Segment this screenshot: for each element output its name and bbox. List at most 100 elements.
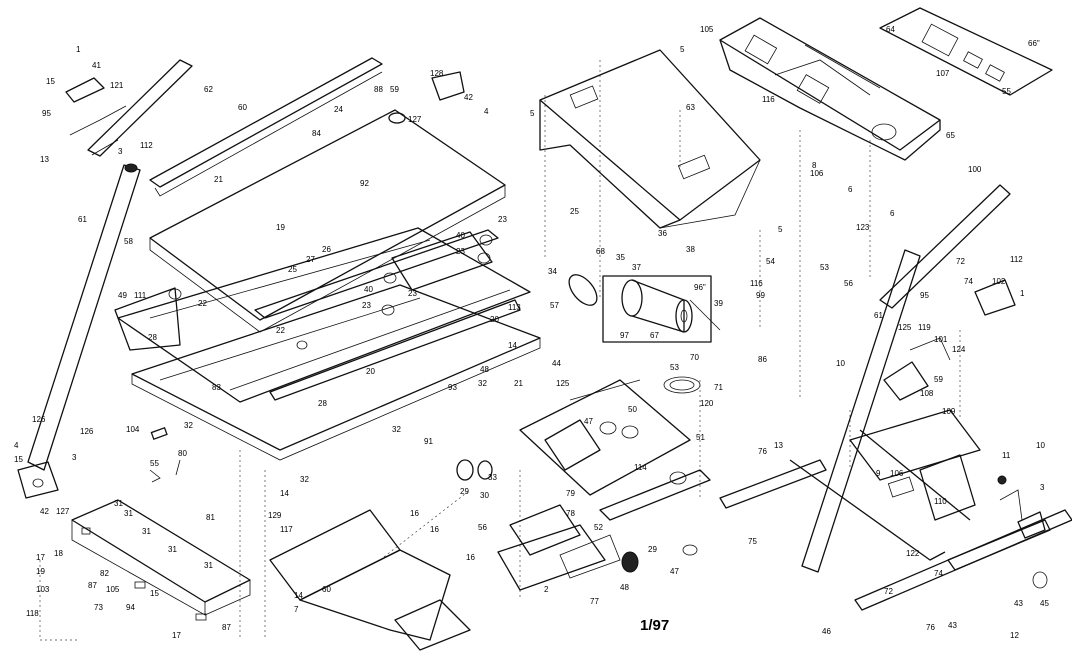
callout: 121 [110,81,124,90]
callout: 99 [756,291,765,300]
callout: 60 [238,103,247,112]
callout: 72 [884,587,893,596]
callout: 49 [118,291,127,300]
right-upright-61 [801,184,1016,573]
callout: 28 [148,333,157,342]
callout: 27 [306,255,315,264]
callout: 42 [40,507,49,516]
callout: 56 [478,523,487,532]
motor-hood-63 [539,49,761,229]
callout: 47 [670,567,679,576]
callout: 61 [874,311,883,320]
callout: 105 [106,585,120,594]
callout: 109 [942,407,956,416]
callout: 75 [748,537,757,546]
callout: 64 [886,25,895,34]
callout: 123 [856,223,870,232]
callout: 6 [890,209,895,218]
callout: 7 [294,605,299,614]
callout: 87 [222,623,231,632]
callout: 81 [206,513,215,522]
callout: 79 [566,489,575,498]
callout: 41 [92,61,101,70]
callout: 93 [448,383,457,392]
callout: 31 [114,499,123,508]
callout: 15 [46,77,55,86]
callout: 31 [124,509,133,518]
callout: 106 [890,469,904,478]
callout: 29 [460,487,469,496]
callout: 23 [408,289,417,298]
hood-panel-lower [269,509,471,651]
callout: 31 [168,545,177,554]
callout: 125 [898,323,912,332]
callout: 72 [956,257,965,266]
callout: 10 [836,359,845,368]
callout: 111 [134,291,147,300]
callout: 23 [362,301,371,310]
callout: 32 [478,379,487,388]
callout: 6 [848,185,853,194]
callout: 11 [1002,451,1011,460]
callout: 42 [464,93,473,102]
callout: 107 [936,69,950,78]
callout: 87 [88,581,97,590]
callout: 32 [184,421,193,430]
callout: 96" [694,283,706,292]
callout: 9 [876,469,881,478]
callout: 28 [318,399,327,408]
callout: 3 [72,453,77,462]
revision-date: 1/97 [640,617,669,634]
callout: 25 [570,207,579,216]
callout: 59 [934,375,943,384]
callout: 36 [658,229,667,238]
callout: 1 [76,45,81,54]
callout: 59 [390,85,399,94]
callout: 15 [14,455,23,464]
callout: 95 [920,291,929,300]
callout: 26 [322,245,331,254]
roller-assembly [602,275,721,343]
callout: 76 [926,623,935,632]
callout: 19 [36,567,45,576]
callout: 118 [26,609,39,618]
callout: 95 [42,109,51,118]
callout: 31 [142,527,151,536]
callout: 74 [934,569,943,578]
console-65 [719,17,941,161]
left-upright-61 [17,163,141,499]
callout: 67 [650,331,659,340]
callout: 35 [616,253,625,262]
callout: 24 [334,105,343,114]
callout: 40 [456,231,465,240]
callout: 128 [430,69,444,78]
callout: 100 [968,165,982,174]
callout: 5 [680,45,685,54]
callout: 46 [822,627,831,636]
callout: 16 [430,525,439,534]
callout: 54 [766,257,775,266]
callout: 25 [288,265,297,274]
callout: 65 [946,131,955,140]
callout: 37 [632,263,641,272]
callout: 16 [466,553,475,562]
callout: 2 [544,585,549,594]
callout: 74 [964,277,973,286]
callout: 13 [774,441,783,450]
callout: 19 [276,223,285,232]
callout: 47 [584,417,593,426]
callout: 14 [280,489,289,498]
callout: 29 [648,545,657,554]
callout: 112 [140,141,153,150]
callout: 77 [590,597,599,606]
callout: 22 [276,326,285,335]
callout: 104 [126,425,140,434]
callout: 23 [498,215,507,224]
callout: 82 [100,569,109,578]
controller-board [497,504,621,591]
callout: 101 [934,335,948,344]
drive-belt-68 [568,274,598,306]
callout: 4 [14,441,19,450]
callout: 17 [36,553,45,562]
